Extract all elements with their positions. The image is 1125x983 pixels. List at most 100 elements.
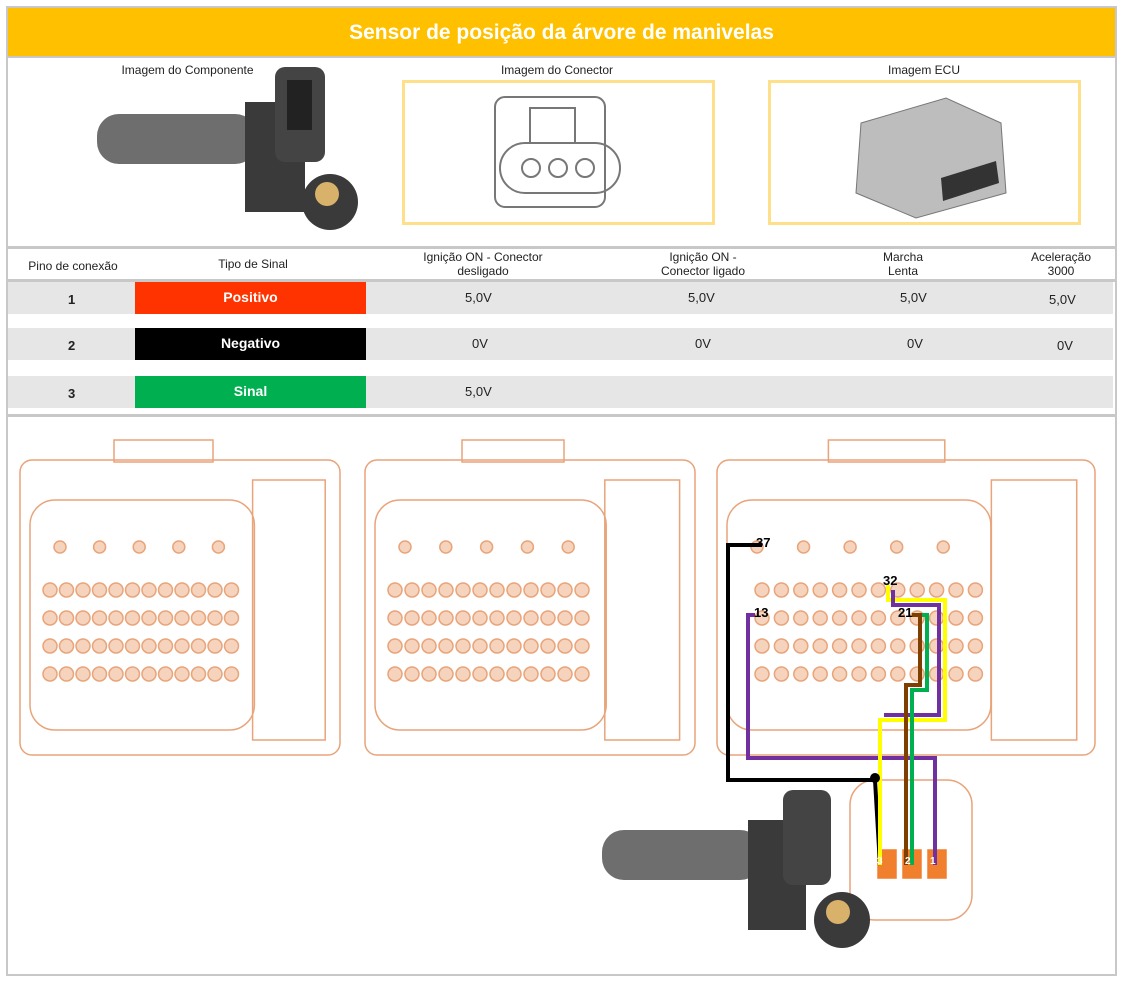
value-cell: 0V bbox=[695, 336, 711, 351]
connector-pin bbox=[557, 582, 573, 598]
connector-pin bbox=[190, 582, 207, 598]
connector-pin bbox=[851, 666, 867, 682]
connector-pin bbox=[831, 610, 848, 626]
splice-point bbox=[870, 773, 880, 783]
connector-pin bbox=[754, 666, 770, 682]
connector-pin bbox=[574, 610, 590, 626]
connector-pin bbox=[574, 582, 590, 598]
connector-pin bbox=[157, 638, 174, 654]
connector-pin bbox=[124, 638, 141, 654]
wire-21-brown bbox=[904, 613, 922, 865]
connector-pin bbox=[91, 610, 108, 626]
connector-pin bbox=[890, 638, 906, 654]
connector-pin bbox=[754, 610, 770, 626]
header-idle: Marcha Lenta bbox=[882, 250, 923, 278]
value-cell: 5,0V bbox=[1049, 292, 1076, 307]
connector-pin bbox=[190, 638, 207, 654]
connector-pin bbox=[831, 582, 848, 598]
connector-pin bbox=[489, 582, 505, 598]
connector-pin bbox=[404, 666, 420, 682]
connector-image-caption: Imagem do Conector bbox=[500, 63, 614, 77]
connector-pin bbox=[936, 540, 950, 554]
value-cell: 0V bbox=[907, 336, 923, 351]
connector-pin bbox=[890, 666, 906, 682]
connector-pin bbox=[421, 610, 437, 626]
connector-pin bbox=[574, 666, 590, 682]
divider bbox=[8, 414, 1115, 417]
connector-pin bbox=[174, 666, 190, 682]
connector-pin bbox=[207, 582, 223, 598]
wire-32-yellow bbox=[878, 585, 947, 865]
connector-pin bbox=[42, 638, 58, 654]
connector-pin bbox=[843, 540, 857, 554]
connector-pin bbox=[523, 666, 539, 682]
connector-pin bbox=[870, 582, 887, 598]
connector-pin bbox=[223, 582, 240, 598]
ecu-connector-c bbox=[716, 439, 1096, 756]
connector-pin bbox=[967, 638, 984, 654]
wire-32-purple bbox=[884, 590, 941, 717]
connector-pin bbox=[967, 582, 984, 598]
connector-pin bbox=[58, 666, 75, 682]
connector-pin bbox=[75, 610, 91, 626]
table-header: Pino de conexão Tipo de Sinal Ignição ON… bbox=[8, 246, 1115, 282]
page-frame bbox=[6, 6, 1117, 976]
connector-pin bbox=[92, 540, 107, 554]
connector-pin bbox=[754, 582, 770, 598]
connector-pin bbox=[455, 582, 471, 598]
connector-pin bbox=[387, 638, 403, 654]
connector-pin bbox=[398, 540, 412, 554]
connector-pin bbox=[455, 638, 471, 654]
sensor-component-image bbox=[97, 67, 358, 230]
connector-pin bbox=[793, 610, 809, 626]
connector-pin bbox=[439, 540, 453, 554]
connector-pin bbox=[455, 610, 471, 626]
connector-pin bbox=[58, 582, 75, 598]
connector-pin bbox=[157, 582, 174, 598]
connector-pin bbox=[489, 638, 505, 654]
connector-pin bbox=[796, 540, 811, 554]
connector-pin bbox=[190, 610, 207, 626]
connector-pin bbox=[211, 540, 226, 554]
connector-pin bbox=[124, 666, 141, 682]
connector-pin bbox=[42, 666, 58, 682]
value-cell: 5,0V bbox=[900, 290, 927, 305]
connector-pin bbox=[472, 638, 488, 654]
connector-pin bbox=[812, 638, 828, 654]
connector-pin bbox=[438, 638, 454, 654]
connector-pin bbox=[948, 582, 964, 598]
connector-pin bbox=[157, 666, 174, 682]
connector-pin bbox=[948, 638, 964, 654]
connector-pin bbox=[91, 582, 108, 598]
connector-pin bbox=[438, 666, 454, 682]
connector-pin bbox=[793, 666, 809, 682]
connector-pin bbox=[174, 582, 190, 598]
connector-pin bbox=[455, 666, 471, 682]
connector-pin bbox=[387, 666, 403, 682]
connector-pin bbox=[438, 582, 454, 598]
connector-pin bbox=[472, 582, 488, 598]
connector-pin bbox=[207, 610, 223, 626]
connector-pin bbox=[812, 666, 828, 682]
header-acceleration: Aceleração 3000 bbox=[1030, 250, 1092, 278]
connector-pin bbox=[928, 582, 945, 598]
connector-pin bbox=[506, 610, 522, 626]
connector-pin bbox=[223, 638, 240, 654]
connector-pin bbox=[404, 582, 420, 598]
connector-pin bbox=[172, 540, 186, 554]
connector-pin bbox=[870, 638, 887, 654]
header-pin: Pino de conexão bbox=[28, 259, 118, 273]
connector-pin bbox=[557, 638, 573, 654]
connector-pin bbox=[124, 582, 141, 598]
connector-pin bbox=[207, 666, 223, 682]
value-cell: 5,0V bbox=[465, 384, 492, 399]
sensor-pin-1: 1 bbox=[930, 856, 936, 867]
connector-pin bbox=[773, 666, 790, 682]
connector-pin bbox=[523, 610, 539, 626]
connector-pin bbox=[948, 610, 964, 626]
connector-pin bbox=[793, 582, 809, 598]
connector-pin bbox=[523, 582, 539, 598]
connector-pin bbox=[523, 638, 539, 654]
connector-pin bbox=[421, 638, 437, 654]
header-signal-type: Tipo de Sinal bbox=[218, 257, 288, 271]
